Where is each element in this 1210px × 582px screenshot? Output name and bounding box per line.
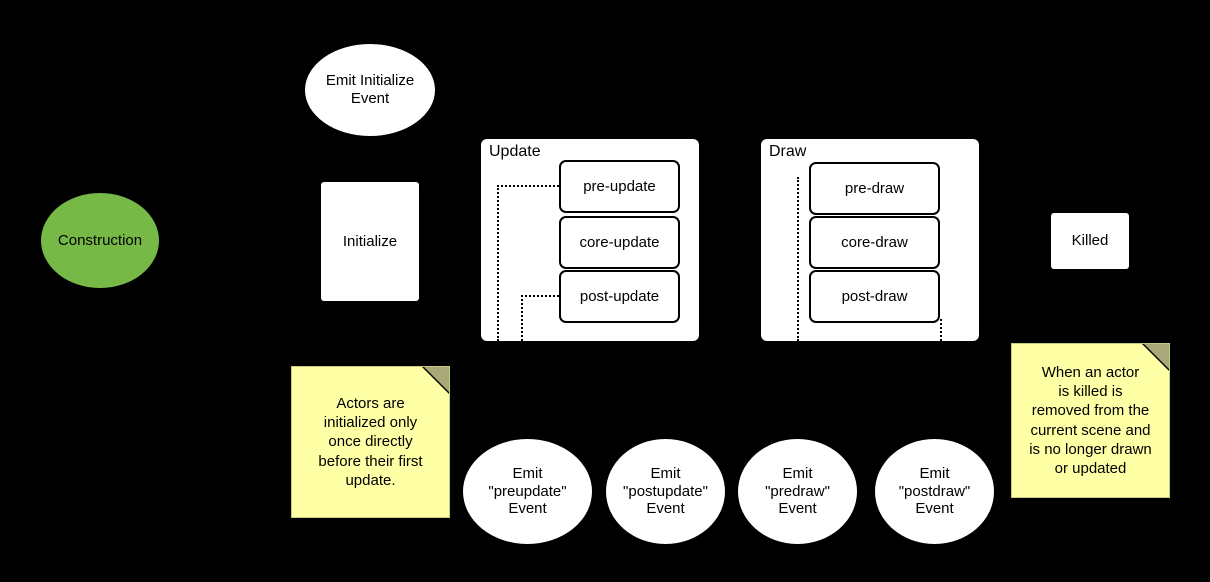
event-postupdate[interactable]: Emit "postupdate" Event bbox=[606, 439, 725, 544]
node-killed[interactable]: Killed bbox=[1051, 213, 1129, 269]
event-preupdate-label: Emit "preupdate" Event bbox=[488, 464, 567, 518]
step-post-draw[interactable]: post-draw bbox=[809, 270, 940, 323]
update-dotted-spine-inner bbox=[521, 295, 523, 341]
node-initialize-label: Initialize bbox=[342, 232, 398, 250]
step-post-update-label: post-update bbox=[579, 287, 660, 305]
draw-dotted-spine bbox=[797, 177, 799, 341]
group-update[interactable]: Update pre-update core-update post-updat… bbox=[481, 139, 699, 341]
node-killed-label: Killed bbox=[1071, 232, 1109, 250]
step-pre-draw[interactable]: pre-draw bbox=[809, 162, 940, 215]
event-postdraw-label: Emit "postdraw" Event bbox=[898, 464, 971, 518]
step-core-draw[interactable]: core-draw bbox=[809, 216, 940, 269]
note-fold-fill-icon bbox=[424, 367, 449, 392]
event-predraw-label: Emit "predraw" Event bbox=[765, 464, 830, 518]
step-pre-draw-label: pre-draw bbox=[844, 179, 905, 197]
event-predraw[interactable]: Emit "predraw" Event bbox=[738, 439, 857, 544]
node-emit-initialize-event-label: Emit Initialize Event bbox=[325, 72, 415, 107]
update-dotted-branch-pre bbox=[497, 185, 559, 187]
step-pre-update[interactable]: pre-update bbox=[559, 160, 680, 213]
update-dotted-spine-outer bbox=[497, 185, 499, 341]
note-initialize-info-text: Actors are initialized only once directl… bbox=[318, 395, 423, 489]
draw-dotted-tail bbox=[940, 319, 942, 341]
node-initialize[interactable]: Initialize bbox=[321, 182, 419, 301]
group-draw[interactable]: Draw pre-draw core-draw post-draw bbox=[761, 139, 979, 341]
event-preupdate[interactable]: Emit "preupdate" Event bbox=[463, 439, 592, 544]
step-pre-update-label: pre-update bbox=[583, 177, 656, 195]
note-killed-info-text: When an actor is killed is removed from … bbox=[1029, 363, 1152, 477]
note-killed-info[interactable]: When an actor is killed is removed from … bbox=[1011, 343, 1170, 498]
step-core-update[interactable]: core-update bbox=[559, 216, 680, 269]
group-update-label: Update bbox=[489, 143, 541, 160]
node-emit-initialize-event[interactable]: Emit Initialize Event bbox=[305, 44, 435, 136]
step-post-update[interactable]: post-update bbox=[559, 270, 680, 323]
event-postdraw[interactable]: Emit "postdraw" Event bbox=[875, 439, 994, 544]
update-dotted-branch-post bbox=[521, 295, 559, 297]
node-construction-label: Construction bbox=[57, 231, 143, 249]
step-post-draw-label: post-draw bbox=[841, 287, 908, 305]
step-core-update-label: core-update bbox=[579, 233, 660, 251]
event-postupdate-label: Emit "postupdate" Event bbox=[623, 464, 708, 518]
note-initialize-info[interactable]: Actors are initialized only once directl… bbox=[291, 366, 450, 518]
group-draw-label: Draw bbox=[769, 143, 807, 160]
node-construction[interactable]: Construction bbox=[41, 193, 159, 288]
step-core-draw-label: core-draw bbox=[841, 233, 908, 251]
